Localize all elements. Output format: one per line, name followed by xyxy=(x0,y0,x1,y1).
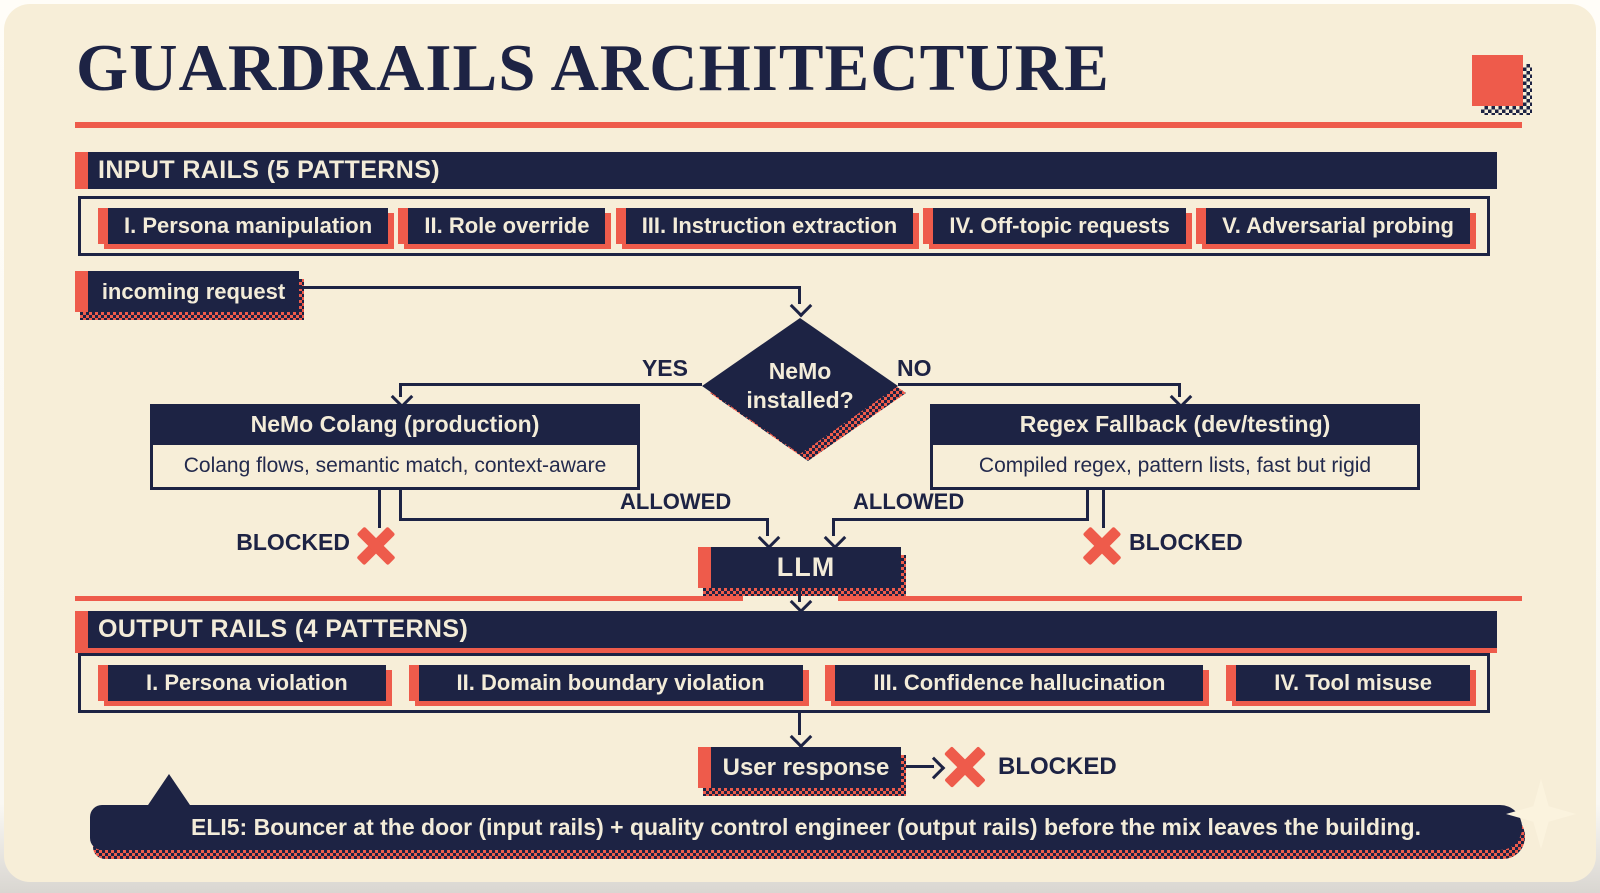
eli5-text: ELI5: Bouncer at the door (input rails) … xyxy=(90,805,1522,850)
input-rails-header-bar: INPUT RAILS (5 PATTERNS) xyxy=(75,152,1497,189)
output-pattern-box: II. Domain boundary violation xyxy=(408,665,803,701)
connector-allowed-left-v1 xyxy=(399,488,402,521)
allowed-right-label: ALLOWED xyxy=(853,489,965,514)
user-response-box: User response xyxy=(698,747,906,796)
allowed-left-label: ALLOWED xyxy=(620,489,732,514)
response-blocked-label: BLOCKED xyxy=(998,753,1117,780)
nemo-colang-title: NeMo Colang (production) xyxy=(150,404,640,445)
yes-label: YES xyxy=(641,355,688,381)
connector-allowed-left-v2 xyxy=(766,518,769,536)
decision-label: NeMo installed? xyxy=(702,318,898,454)
connector-yes-horizontal xyxy=(399,383,702,386)
nemo-colang-box: NeMo Colang (production) Colang flows, s… xyxy=(150,404,640,490)
title-underline xyxy=(75,122,1522,128)
output-rails-underline xyxy=(75,648,1497,653)
connector-allowed-right-v2 xyxy=(832,518,835,536)
blocked-right-x-icon xyxy=(1083,527,1121,565)
connector-no-vertical xyxy=(1178,383,1181,397)
connector-incoming-horizontal xyxy=(299,286,801,289)
input-pattern-box: II. Role override xyxy=(398,208,606,244)
llm-label: LLM xyxy=(698,547,901,588)
input-rails-header-label: INPUT RAILS (5 PATTERNS) xyxy=(98,156,441,184)
connector-incoming-vertical xyxy=(798,286,801,304)
decision-line2: installed? xyxy=(746,387,854,413)
section-divider-right xyxy=(838,596,1522,601)
input-pattern-box: III. Instruction extraction xyxy=(615,208,914,244)
eli5-pointer xyxy=(146,774,192,808)
llm-box: LLM xyxy=(698,547,906,596)
output-pattern-box: III. Confidence hallucination xyxy=(825,665,1204,701)
blocked-right-label: BLOCKED xyxy=(1129,529,1243,555)
blocked-left-x-icon xyxy=(357,527,395,565)
incoming-request-label: incoming request xyxy=(75,271,299,312)
connector-allowed-right-h xyxy=(832,518,1089,521)
nemo-colang-desc: Colang flows, semantic match, context-aw… xyxy=(150,445,640,490)
connector-blocked-left xyxy=(378,488,381,528)
connector-output-down xyxy=(798,713,801,735)
accent-square xyxy=(1472,55,1523,106)
input-pattern-box: I. Persona manipulation xyxy=(98,208,389,244)
connector-blocked-right xyxy=(1102,488,1105,528)
eli5-banner: ELI5: Bouncer at the door (input rails) … xyxy=(90,805,1525,859)
page-title: GUARDRAILS ARCHITECTURE xyxy=(76,31,1110,105)
connector-yes-vertical xyxy=(399,383,402,397)
decision-diamond: NeMo installed? xyxy=(702,318,906,461)
regex-fallback-desc: Compiled regex, pattern lists, fast but … xyxy=(930,445,1420,490)
user-response-label: User response xyxy=(698,747,901,788)
output-pattern-box: I. Persona violation xyxy=(98,665,386,701)
output-patterns-container: I. Persona violation II. Domain boundary … xyxy=(78,653,1490,713)
response-blocked-x-icon xyxy=(944,746,986,788)
connector-response-right xyxy=(906,765,934,768)
section-divider-left xyxy=(75,596,743,601)
connector-allowed-left-h xyxy=(399,518,769,521)
connector-llm-down xyxy=(798,588,801,602)
no-label: NO xyxy=(897,355,932,381)
decision-line1: NeMo xyxy=(768,358,832,385)
connector-no-horizontal xyxy=(898,383,1181,386)
incoming-request-box: incoming request xyxy=(75,271,304,320)
blocked-left-label: BLOCKED xyxy=(236,529,350,555)
regex-fallback-title: Regex Fallback (dev/testing) xyxy=(930,404,1420,445)
output-pattern-box: IV. Tool misuse xyxy=(1226,665,1470,701)
regex-fallback-box: Regex Fallback (dev/testing) Compiled re… xyxy=(930,404,1420,490)
output-rails-header-bar: OUTPUT RAILS (4 PATTERNS) xyxy=(75,611,1497,648)
input-pattern-box: V. Adversarial probing xyxy=(1196,208,1470,244)
input-pattern-box: IV. Off-topic requests xyxy=(923,208,1186,244)
output-rails-header-label: OUTPUT RAILS (4 PATTERNS) xyxy=(98,615,469,643)
connector-allowed-right-v1 xyxy=(1086,488,1089,521)
